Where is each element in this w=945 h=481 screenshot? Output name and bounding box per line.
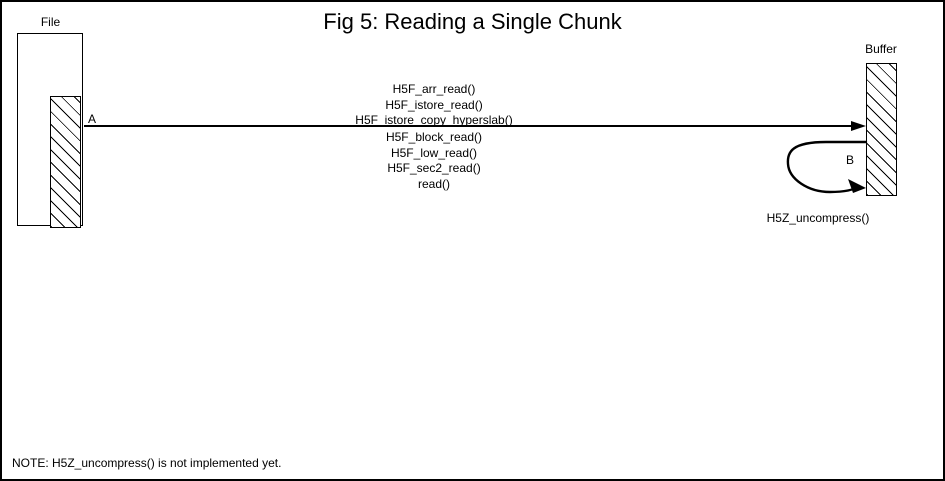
call-stack-item: H5F_low_read() (390, 145, 478, 160)
call-stack-item: H5F_istore_copy_hyperslab() (355, 113, 513, 127)
file-node-box (17, 33, 83, 228)
call-stack-item: H5F_arr_read() (392, 82, 476, 96)
call-stack-item: H5F_sec2_read() (387, 161, 481, 175)
page-title: Fig 5: Reading a Single Chunk (323, 9, 622, 34)
file-node-label: File (40, 15, 61, 29)
call-stack-item: H5F_istore_read() (385, 97, 483, 112)
footer-note: NOTE: H5Z_uncompress() is not implemente… (12, 456, 282, 470)
call-stack-item: read() (417, 176, 450, 191)
buffer-node-label: Buffer (865, 42, 897, 56)
buffer-node-hatched-block (866, 63, 897, 196)
edge-label-a: A (88, 112, 97, 126)
decompress-loop-path (786, 140, 868, 194)
read-arrow-head (851, 121, 866, 131)
decompress-loop-arrow-head (848, 179, 866, 193)
call-stack-item: H5F_block_read() (385, 130, 483, 144)
edge-label-b: B (846, 153, 855, 167)
call-stack-above-line: H5F_arr_read() H5F_istore_read() H5F_ist… (334, 82, 534, 129)
file-chunk-hatched-block (50, 96, 81, 228)
call-stack-below-line: H5F_block_read() H5F_low_read() H5F_sec2… (334, 130, 534, 192)
decompress-function-label: H5Z_uncompress() (766, 211, 870, 225)
